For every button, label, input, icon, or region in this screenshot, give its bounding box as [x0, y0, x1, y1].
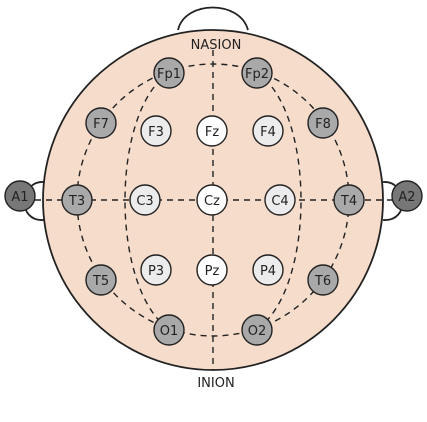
electrode-fp2-label: Fp2: [245, 67, 269, 82]
electrode-c4: C4: [264, 184, 296, 216]
electrode-p3: P3: [140, 254, 172, 286]
electrode-t3-label: T3: [68, 194, 85, 209]
electrode-pz: Pz: [196, 254, 228, 286]
nasion-label: NASION: [191, 38, 242, 53]
electrode-fp1: Fp1: [153, 57, 185, 89]
electrode-f3: F3: [140, 115, 172, 147]
electrode-fp2: Fp2: [241, 57, 273, 89]
electrode-o1-label: O1: [160, 324, 179, 339]
electrode-f4-label: F4: [260, 125, 276, 140]
electrode-a2-label: A2: [398, 190, 415, 205]
electrode-f7: F7: [85, 107, 117, 139]
electrode-cz: Cz: [196, 184, 228, 216]
electrode-t4: T4: [333, 184, 365, 216]
electrode-t6-label: T6: [314, 274, 331, 289]
inion-label: INION: [197, 376, 234, 391]
electrode-a1-label: A1: [11, 190, 28, 205]
electrode-o2-label: O2: [248, 324, 267, 339]
electrode-f8: F8: [307, 107, 339, 139]
electrode-t6: T6: [307, 264, 339, 296]
electrode-t4-label: T4: [340, 194, 357, 209]
electrode-f7-label: F7: [93, 117, 109, 132]
electrode-t5-label: T5: [92, 274, 109, 289]
electrode-f3-label: F3: [148, 125, 164, 140]
electrode-fz: Fz: [196, 115, 228, 147]
electrode-p4: P4: [252, 254, 284, 286]
electrode-a2: A2: [391, 180, 423, 212]
electrode-pz-label: Pz: [205, 264, 220, 279]
electrode-p4-label: P4: [260, 264, 276, 279]
electrode-o1: O1: [153, 314, 185, 346]
nose-outline: [177, 6, 249, 31]
electrode-c3: C3: [129, 184, 161, 216]
electrode-fz-label: Fz: [205, 125, 219, 140]
electrode-p3-label: P3: [148, 264, 164, 279]
electrode-fp1-label: Fp1: [157, 67, 181, 82]
electrode-f8-label: F8: [315, 117, 331, 132]
electrode-t3: T3: [61, 184, 93, 216]
electrode-a1: A1: [4, 180, 36, 212]
electrode-c3-label: C3: [136, 194, 153, 209]
electrode-cz-label: Cz: [204, 194, 220, 209]
electrode-c4-label: C4: [271, 194, 288, 209]
electrode-o2: O2: [241, 314, 273, 346]
electrode-t5: T5: [85, 264, 117, 296]
electrode-f4: F4: [252, 115, 284, 147]
